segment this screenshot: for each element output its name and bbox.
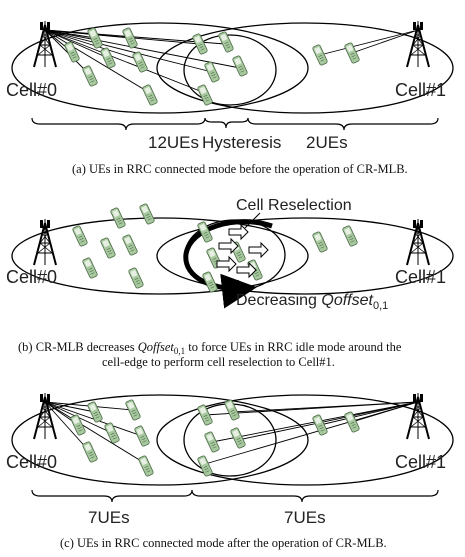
mobile-phone-icon	[103, 421, 121, 445]
panel-c: Cell#0 Cell#1 7UEs 7UEs (c) UEs in RRC c…	[6, 392, 454, 550]
mobile-phone-icon	[311, 43, 329, 67]
brace-right	[247, 117, 439, 131]
caption-a: (a) UEs in RRC connected mode before the…	[72, 162, 408, 176]
mobile-phone-icon	[196, 83, 214, 107]
cell1-tower-icon	[406, 392, 430, 440]
mobile-phone-icon	[81, 256, 99, 280]
mobile-phone-icon	[81, 64, 99, 88]
cell0-tower-icon	[33, 392, 57, 440]
mobile-phone-icon	[86, 400, 104, 424]
mobile-phone-icon	[141, 83, 159, 107]
connections-cell1	[319, 29, 419, 56]
mobile-phone-icon	[203, 60, 221, 84]
left-ue-count: 12UEs	[148, 133, 199, 152]
mobile-phone-icon	[81, 440, 99, 464]
cell1-tower-icon	[406, 20, 430, 68]
caption-b-line2: cell-edge to perform cell reselection to…	[102, 355, 335, 369]
cell0-coverage	[11, 217, 309, 295]
brace-right	[191, 489, 439, 503]
hysteresis-region	[183, 34, 277, 106]
mobile-phone-icon	[311, 230, 329, 254]
mobile-phone-icon	[231, 54, 249, 78]
cell1-label: Cell#1	[395, 452, 446, 472]
arrow-right-icon	[228, 224, 249, 240]
mobile-phone-icon	[124, 398, 142, 422]
cell1-coverage	[156, 394, 454, 486]
cell0-label: Cell#0	[6, 452, 57, 472]
mobile-phone-icon	[137, 454, 155, 478]
cell0-coverage	[11, 394, 309, 486]
arrow-right-icon	[216, 256, 237, 272]
mobile-phone-icon	[99, 236, 117, 260]
ue-group-b	[71, 202, 359, 294]
brace-hysteresis	[204, 117, 249, 129]
reselection-label: Cell Reselection	[236, 197, 352, 214]
panel-b: Cell Reselection	[6, 197, 454, 369]
mobile-phone-icon	[86, 26, 104, 50]
mobile-phone-icon	[341, 224, 359, 248]
cell1-label: Cell#1	[395, 80, 446, 100]
left-ue-count: 7UEs	[88, 508, 130, 527]
right-ue-count: 2UEs	[306, 133, 348, 152]
mobile-phone-icon	[99, 46, 117, 70]
ue-group-c	[69, 398, 361, 478]
mobile-phone-icon	[133, 424, 151, 448]
mobile-phone-icon	[138, 202, 156, 226]
cell0-tower-icon	[33, 218, 57, 266]
brace-left	[31, 489, 193, 503]
cell0-label: Cell#0	[6, 267, 57, 287]
cell1-coverage	[156, 22, 454, 114]
cell1-coverage	[156, 217, 454, 295]
white-arrow-group	[216, 224, 269, 278]
caption-b-line1: (b) CR-MLB decreases Qoffset0,1 to force…	[18, 340, 402, 356]
mobile-phone-icon	[196, 454, 214, 478]
cell0-label: Cell#0	[6, 80, 57, 100]
mobile-phone-icon	[121, 233, 139, 257]
mobile-phone-icon	[109, 206, 127, 230]
mobile-phone-icon	[127, 266, 145, 290]
decreasing-label: Decreasing Qoffset0,1	[236, 292, 388, 312]
ue-group-a	[63, 26, 361, 107]
panel-a: Cell#0 Cell#1 12UEs Hysteresis 2UEs (a) …	[6, 20, 454, 176]
cell1-label: Cell#1	[395, 267, 446, 287]
mobile-phone-icon	[223, 398, 241, 422]
mobile-phone-icon	[203, 430, 221, 454]
mobile-phone-icon	[71, 224, 89, 248]
decreasing-pointer	[237, 279, 246, 293]
brace-left	[31, 117, 206, 131]
arrow-right-icon	[248, 242, 269, 258]
cell0-tower-icon	[33, 20, 57, 68]
cell0-coverage	[11, 22, 309, 114]
hysteresis-label: Hysteresis	[202, 133, 281, 152]
right-ue-count: 7UEs	[284, 508, 326, 527]
mobile-phone-icon	[191, 32, 209, 56]
caption-c: (c) UEs in RRC connected mode after the …	[60, 536, 387, 550]
mobile-phone-icon	[131, 50, 149, 74]
reselection-arrow-icon	[183, 219, 273, 309]
cell1-tower-icon	[406, 218, 430, 266]
